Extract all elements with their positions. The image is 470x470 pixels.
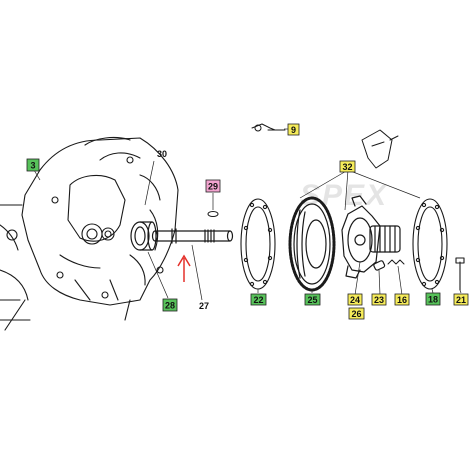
svg-text:24: 24 [350, 295, 360, 305]
svg-text:30: 30 [157, 149, 167, 159]
svg-text:28: 28 [165, 301, 175, 311]
spring-16 [387, 259, 405, 265]
top-part-9 [251, 123, 286, 132]
svg-text:21: 21 [456, 295, 466, 305]
callout-9: 9 [287, 123, 300, 136]
svg-text:18: 18 [428, 295, 438, 305]
bolt-21 [455, 257, 465, 291]
leader-lines [33, 128, 462, 301]
pin-23 [373, 260, 386, 271]
callout-18: 18 [425, 292, 441, 306]
shaft-27 [151, 228, 234, 244]
callout-3: 3 [26, 158, 40, 172]
watermark-logo: SPEX [300, 179, 388, 212]
crankcase-housing [0, 136, 179, 331]
callout-22: 22 [250, 293, 267, 306]
bearing-28 [130, 221, 157, 251]
callout-26: 26 [348, 307, 365, 320]
svg-text:27: 27 [199, 301, 209, 311]
svg-text:22: 22 [253, 295, 263, 305]
svg-text:16: 16 [397, 295, 407, 305]
callout-30: 30 [157, 149, 167, 159]
callout-29: 29 [205, 179, 221, 193]
callout-32: 32 [339, 160, 356, 173]
svg-text:25: 25 [307, 295, 317, 305]
callout-24: 24 [347, 293, 363, 306]
callout-28: 28 [162, 298, 178, 312]
callout-16: 16 [394, 293, 410, 306]
top-bracket-part [361, 129, 399, 169]
gasket-22 [240, 198, 276, 290]
svg-text:9: 9 [291, 125, 296, 135]
callout-25: 25 [304, 293, 321, 306]
svg-text:32: 32 [342, 162, 352, 172]
svg-text:23: 23 [374, 295, 384, 305]
red-arrow [177, 254, 191, 282]
gasket-18 [412, 198, 448, 290]
callout-23: 23 [371, 293, 387, 306]
svg-text:3: 3 [30, 161, 35, 171]
svg-text:26: 26 [351, 309, 361, 319]
svg-text:29: 29 [208, 182, 218, 192]
seal-29 [207, 211, 219, 217]
callout-21: 21 [453, 293, 469, 306]
callout-27: 27 [199, 301, 209, 311]
